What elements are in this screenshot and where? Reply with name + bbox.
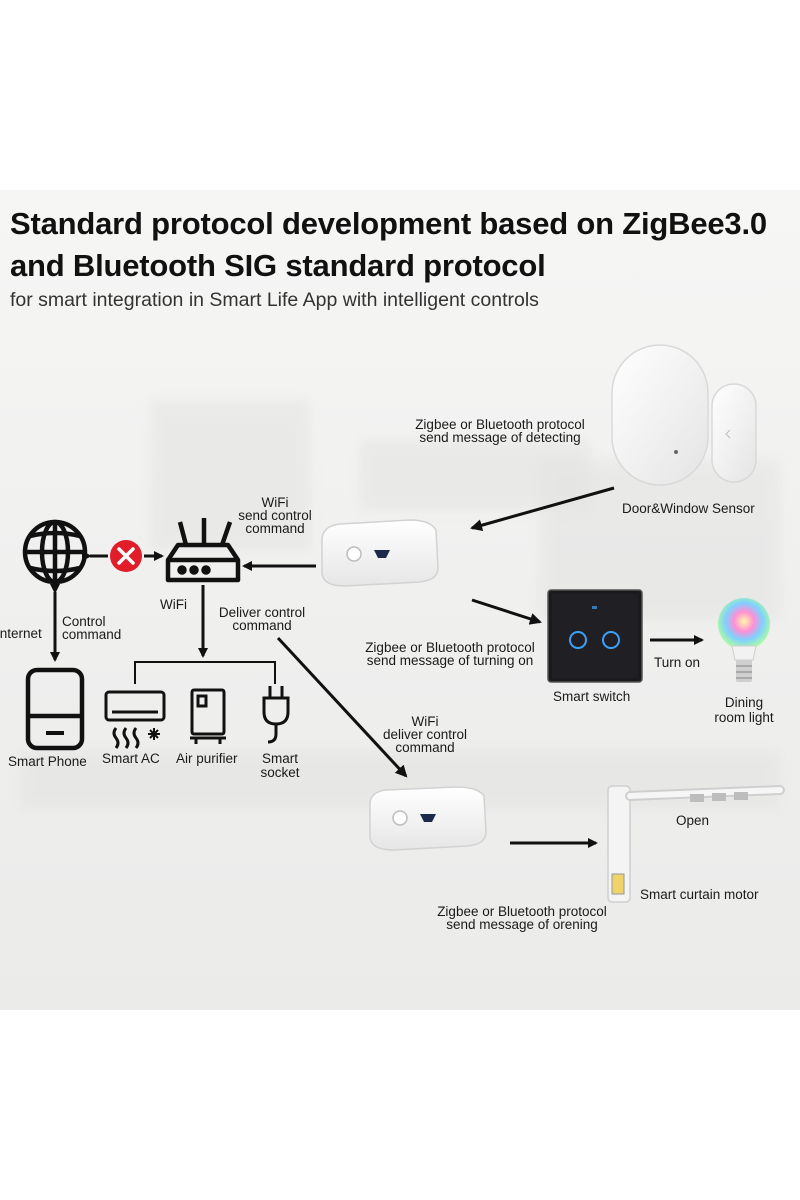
deliver-label-1: Deliver control: [218, 605, 306, 620]
turning-label-2: send message of turning on: [366, 653, 534, 668]
smart-ac-label: Smart AC: [102, 751, 160, 766]
internet-label: Internet: [0, 626, 42, 641]
curtain-motor-label: Smart curtain motor: [640, 887, 759, 902]
air-purifier-label: Air purifier: [176, 751, 238, 766]
router-wifi-label: WiFi: [160, 597, 187, 612]
gateway-hub-bottom: [369, 786, 487, 851]
title-line-2: and Bluetooth SIG standard protocol: [10, 248, 546, 283]
wifi-deliver-label-3: command: [395, 740, 455, 755]
hub-to-switch-arrow: [471, 598, 542, 625]
opening-label-2: send message of orening: [446, 917, 598, 932]
wifi-send-label-2: send control: [238, 508, 312, 523]
control-command-label-2: command: [62, 627, 122, 642]
device-bracket: [134, 661, 276, 684]
opening-label-1: Zigbee or Bluetooth protocol: [437, 904, 607, 919]
door-window-sensor-icon: [611, 344, 757, 486]
dining-label-2: room light: [714, 710, 774, 725]
smart-socket-label-1: Smart: [261, 751, 298, 766]
smart-switch-icon: [547, 589, 643, 683]
gateway-hub-top: [321, 519, 439, 587]
smart-ac-icon: [104, 690, 166, 749]
smart-phone-label: Smart Phone: [8, 754, 87, 769]
dining-label-1: Dining: [724, 695, 764, 710]
light-bulb-icon: [718, 598, 770, 682]
wifi-deliver-label-2: deliver control: [382, 727, 468, 742]
wifi-deliver-label-1: WiFi: [411, 714, 439, 729]
blocked-x-icon: [110, 540, 142, 572]
wifi-send-label-3: command: [245, 521, 305, 536]
door-sensor-label: Door&Window Sensor: [622, 501, 755, 516]
turn-on-label: Turn on: [654, 655, 701, 670]
router-icon: [165, 518, 241, 583]
title-line-1: Standard protocol development based on Z…: [10, 206, 767, 241]
detect-label-1: Zigbee or Bluetooth protocol: [415, 417, 585, 432]
detect-label-2: send message of detecting: [419, 430, 581, 445]
deliver-label-2: command: [232, 618, 292, 633]
air-purifier-icon: [190, 688, 226, 744]
globe-icon: [22, 519, 88, 585]
subtitle: for smart integration in Smart Life App …: [10, 289, 539, 311]
open-label: Open: [676, 813, 710, 828]
deliver-to-curtain-hub-arrow: [276, 636, 408, 778]
smart-socket-icon: [262, 686, 290, 744]
control-command-label-1: Control: [62, 614, 106, 629]
smart-socket-label-2: socket: [260, 765, 300, 780]
wifi-send-label-1: WiFi: [261, 495, 289, 510]
sensor-to-hub-arrow: [470, 486, 615, 532]
smart-phone-icon: [25, 667, 85, 751]
smart-switch-label: Smart switch: [553, 689, 631, 704]
curtain-motor-icon: [607, 785, 785, 903]
turning-label-1: Zigbee or Bluetooth protocol: [365, 640, 535, 655]
